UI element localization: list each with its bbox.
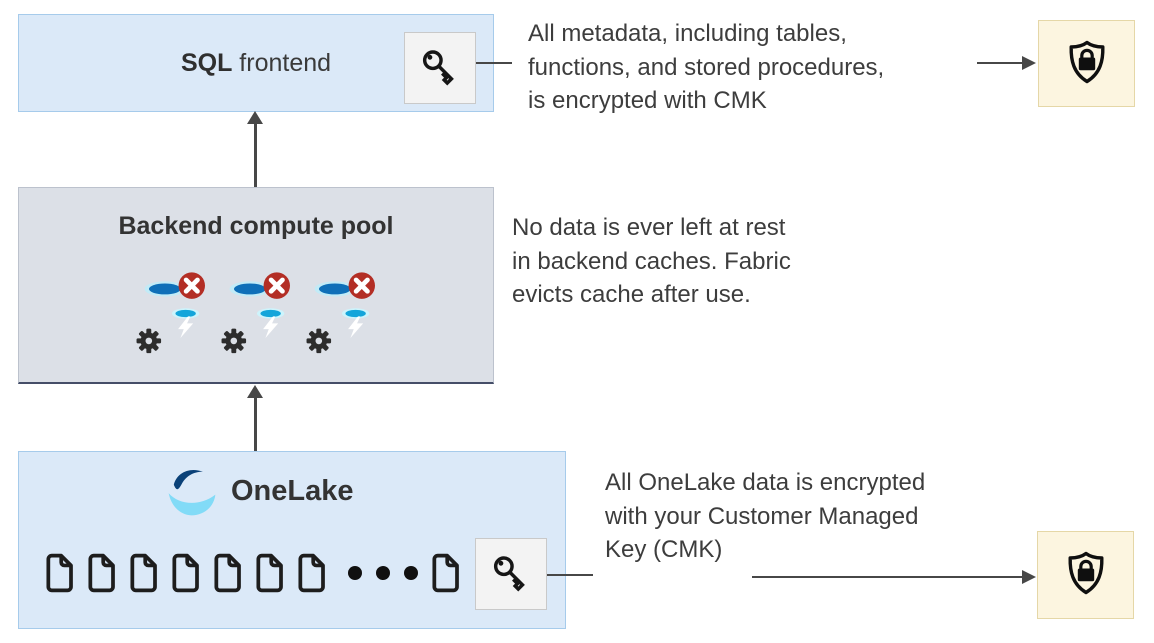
arrow-onelake-to-backend-head	[246, 385, 263, 398]
connector-line-sql-key	[474, 61, 512, 64]
arrow-metadata-line	[977, 61, 1023, 64]
sql-frontend-label: SQL frontend	[181, 49, 331, 78]
cache-icon-row	[19, 271, 493, 356]
metadata-note: All metadata, including tables, function…	[528, 20, 885, 114]
document-icon	[253, 551, 285, 595]
document-icon	[211, 551, 243, 595]
document-icon	[169, 551, 201, 595]
cmk-key-chip-sql	[404, 32, 476, 104]
documents-row	[43, 551, 471, 595]
backend-compute-pool-box: Backend compute pool	[18, 187, 494, 384]
document-icon	[295, 551, 327, 595]
document-icon	[127, 551, 159, 595]
database-cache-blocked-icon	[136, 271, 206, 356]
ellipsis	[348, 566, 418, 580]
arrow-backend-to-sql-line	[254, 123, 257, 187]
onelake-title: OneLake	[231, 474, 354, 507]
sql-frontend-label-regular: frontend	[232, 48, 332, 77]
document-icon	[429, 551, 461, 595]
arrow-backend-to-sql-head	[246, 111, 263, 124]
document-icon	[85, 551, 117, 595]
ellipsis-dot	[348, 566, 362, 580]
sql-frontend-label-bold: SQL	[180, 48, 233, 77]
ellipsis-dot	[404, 566, 418, 580]
connector-line-onelake-key	[545, 573, 593, 576]
cmk-shield-chip-onelake	[1037, 531, 1134, 619]
cmk-shield-chip-metadata	[1038, 20, 1135, 107]
database-cache-blocked-icon	[306, 271, 376, 356]
key-icon	[490, 553, 532, 595]
sql-frontend-box: SQL frontend	[18, 14, 494, 112]
onelake-box: OneLake	[18, 451, 566, 629]
onelake-logo	[165, 464, 219, 518]
arrow-onelake-to-backend-line	[254, 397, 257, 451]
cmk-key-chip-onelake	[475, 538, 547, 610]
arrow-onelake-head	[1022, 569, 1036, 584]
arrow-onelake-line	[752, 575, 1023, 578]
arrow-metadata-head	[1022, 55, 1036, 70]
shield-lock-icon	[1059, 36, 1115, 92]
ellipsis-dot	[376, 566, 390, 580]
cache-note: No data is ever left at rest in backend …	[512, 214, 791, 308]
onelake-header: OneLake	[165, 464, 354, 518]
document-icon	[43, 551, 75, 595]
backend-pool-title: Backend compute pool	[118, 212, 394, 240]
database-cache-blocked-icon	[221, 271, 291, 356]
onelake-note: All OneLake data is encrypted with your …	[605, 469, 926, 563]
key-icon	[419, 47, 461, 89]
shield-lock-icon	[1058, 547, 1114, 603]
